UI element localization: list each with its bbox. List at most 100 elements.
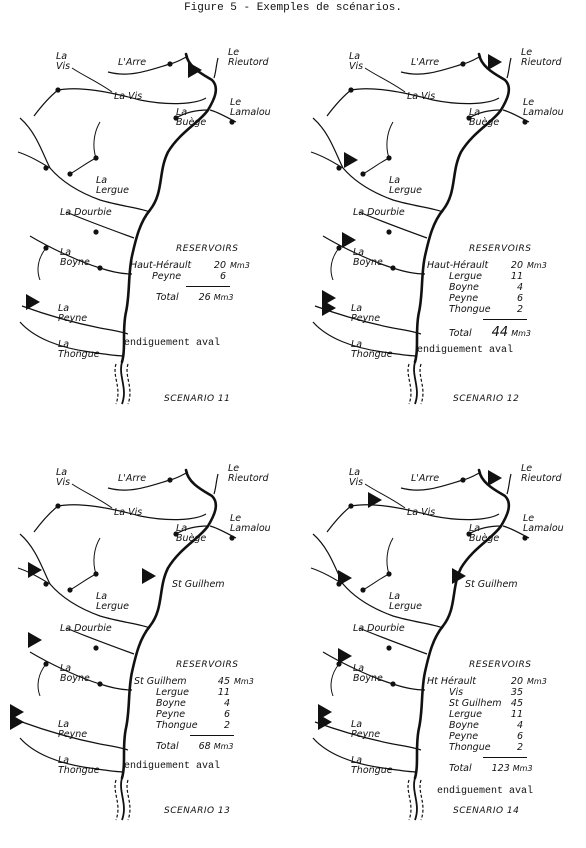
label-peyne: La Peyne (351, 719, 381, 740)
reservoir-value: 20 (510, 260, 523, 271)
dam-markers (10, 562, 156, 730)
boyne-trib (37, 663, 47, 697)
dam-triangle (338, 648, 352, 664)
total-rule (483, 757, 527, 758)
label-vis: La Vis (56, 467, 71, 488)
label-thongue: La Thongue (351, 755, 393, 776)
gauge-point (93, 571, 99, 577)
gauge-point (173, 115, 179, 121)
label-lamalou: Le Lamalou (523, 97, 564, 118)
dam-triangle (28, 632, 42, 648)
reservoir-name: Boyne (156, 698, 186, 709)
gauge-point (167, 61, 173, 67)
vis-branch (33, 505, 59, 533)
gauge-point (522, 119, 528, 125)
reservoir-name: Boyne (449, 720, 479, 731)
label-dourbie: La Dourbie (60, 623, 112, 634)
dourbie-river (65, 211, 135, 239)
thongue-river (19, 737, 125, 773)
reservoir-value: 6 (223, 709, 230, 720)
buege-river (175, 525, 209, 535)
lergue-trib-a (362, 157, 390, 175)
lergue-river (312, 117, 444, 213)
label-rieutord: Le Rieutord (228, 47, 269, 68)
label-thongue: La Thongue (351, 339, 393, 360)
label-lavis: La Vis (114, 91, 143, 102)
gauging-points (43, 477, 235, 687)
gauge-point (348, 503, 354, 509)
label-boyne: La Boyne (353, 247, 383, 268)
peyne-river (314, 305, 422, 335)
vis-branch (33, 89, 59, 117)
reservoir-name: Ht Hérault (427, 676, 476, 687)
reservoir-value: 45 (510, 698, 523, 709)
reservoirs-heading: RESERVOIRS (469, 660, 532, 670)
total-unit: Mm3 (213, 293, 234, 302)
reservoir-name: Thongue (156, 720, 198, 731)
boyne-trib (37, 247, 47, 281)
label-arre: L'Arre (118, 57, 147, 68)
lergue-river (19, 117, 151, 213)
label-rieutord: Le Rieutord (521, 463, 562, 484)
lower-herault (413, 777, 418, 821)
total-unit: Mm3 (213, 742, 234, 751)
gauge-point (386, 229, 392, 235)
lergue-trib-b (386, 537, 394, 575)
label-lergue: La Lergue (96, 591, 129, 612)
total-label: Total (156, 741, 179, 752)
reservoir-value: 6 (516, 293, 523, 304)
total-value: 44 (491, 325, 509, 340)
reservoir-unit: Mm3 (230, 261, 250, 270)
scenario-panel: La Vis L'Arre Le Rieutord La Vis Le Lama… (0, 428, 293, 848)
reservoir-name: St Guilhem (134, 676, 187, 687)
dam-triangle (368, 492, 382, 508)
label-arre: L'Arre (118, 473, 147, 484)
label-arre: L'Arre (411, 57, 440, 68)
label-st-guilhem: St Guilhem (172, 579, 225, 590)
river-map (17, 52, 237, 405)
buege-river (175, 109, 209, 119)
dam-triangle (344, 152, 358, 168)
reservoir-name: Boyne (449, 282, 479, 293)
rieutord-river (213, 473, 219, 495)
gauge-point (336, 661, 342, 667)
dourbie-river (358, 627, 428, 655)
herault-river (413, 468, 511, 780)
gauge-point (167, 477, 173, 483)
dam-triangle (338, 570, 352, 586)
label-vis: La Vis (349, 467, 364, 488)
lower-herault (120, 361, 125, 405)
label-arre: L'Arre (411, 473, 440, 484)
total-unit: Mm3 (512, 764, 533, 773)
lergue-trib-a (362, 573, 390, 591)
lergue-river (312, 533, 444, 629)
gauge-point (466, 115, 472, 121)
label-rieutord: Le Rieutord (521, 47, 562, 68)
gauge-point (67, 171, 73, 177)
gauge-point (390, 265, 396, 271)
scenario-panel: La Vis L'Arre Le Rieutord La Vis Le Lama… (293, 428, 586, 848)
gauge-point (43, 165, 49, 171)
dam-triangle (188, 62, 202, 78)
dourbie-river (65, 627, 135, 655)
gauge-point (229, 535, 235, 541)
lower-herault (413, 361, 418, 405)
dam-triangle (488, 54, 502, 70)
gauge-point (390, 681, 396, 687)
label-peyne: La Peyne (351, 303, 381, 324)
lergue-trib-b (93, 537, 101, 575)
dam-triangle (322, 300, 336, 316)
gauge-point (97, 681, 103, 687)
embankment-left (114, 779, 119, 821)
dam-triangle (28, 562, 42, 578)
reservoir-value: 2 (516, 742, 523, 753)
label-dourbie: La Dourbie (353, 207, 405, 218)
